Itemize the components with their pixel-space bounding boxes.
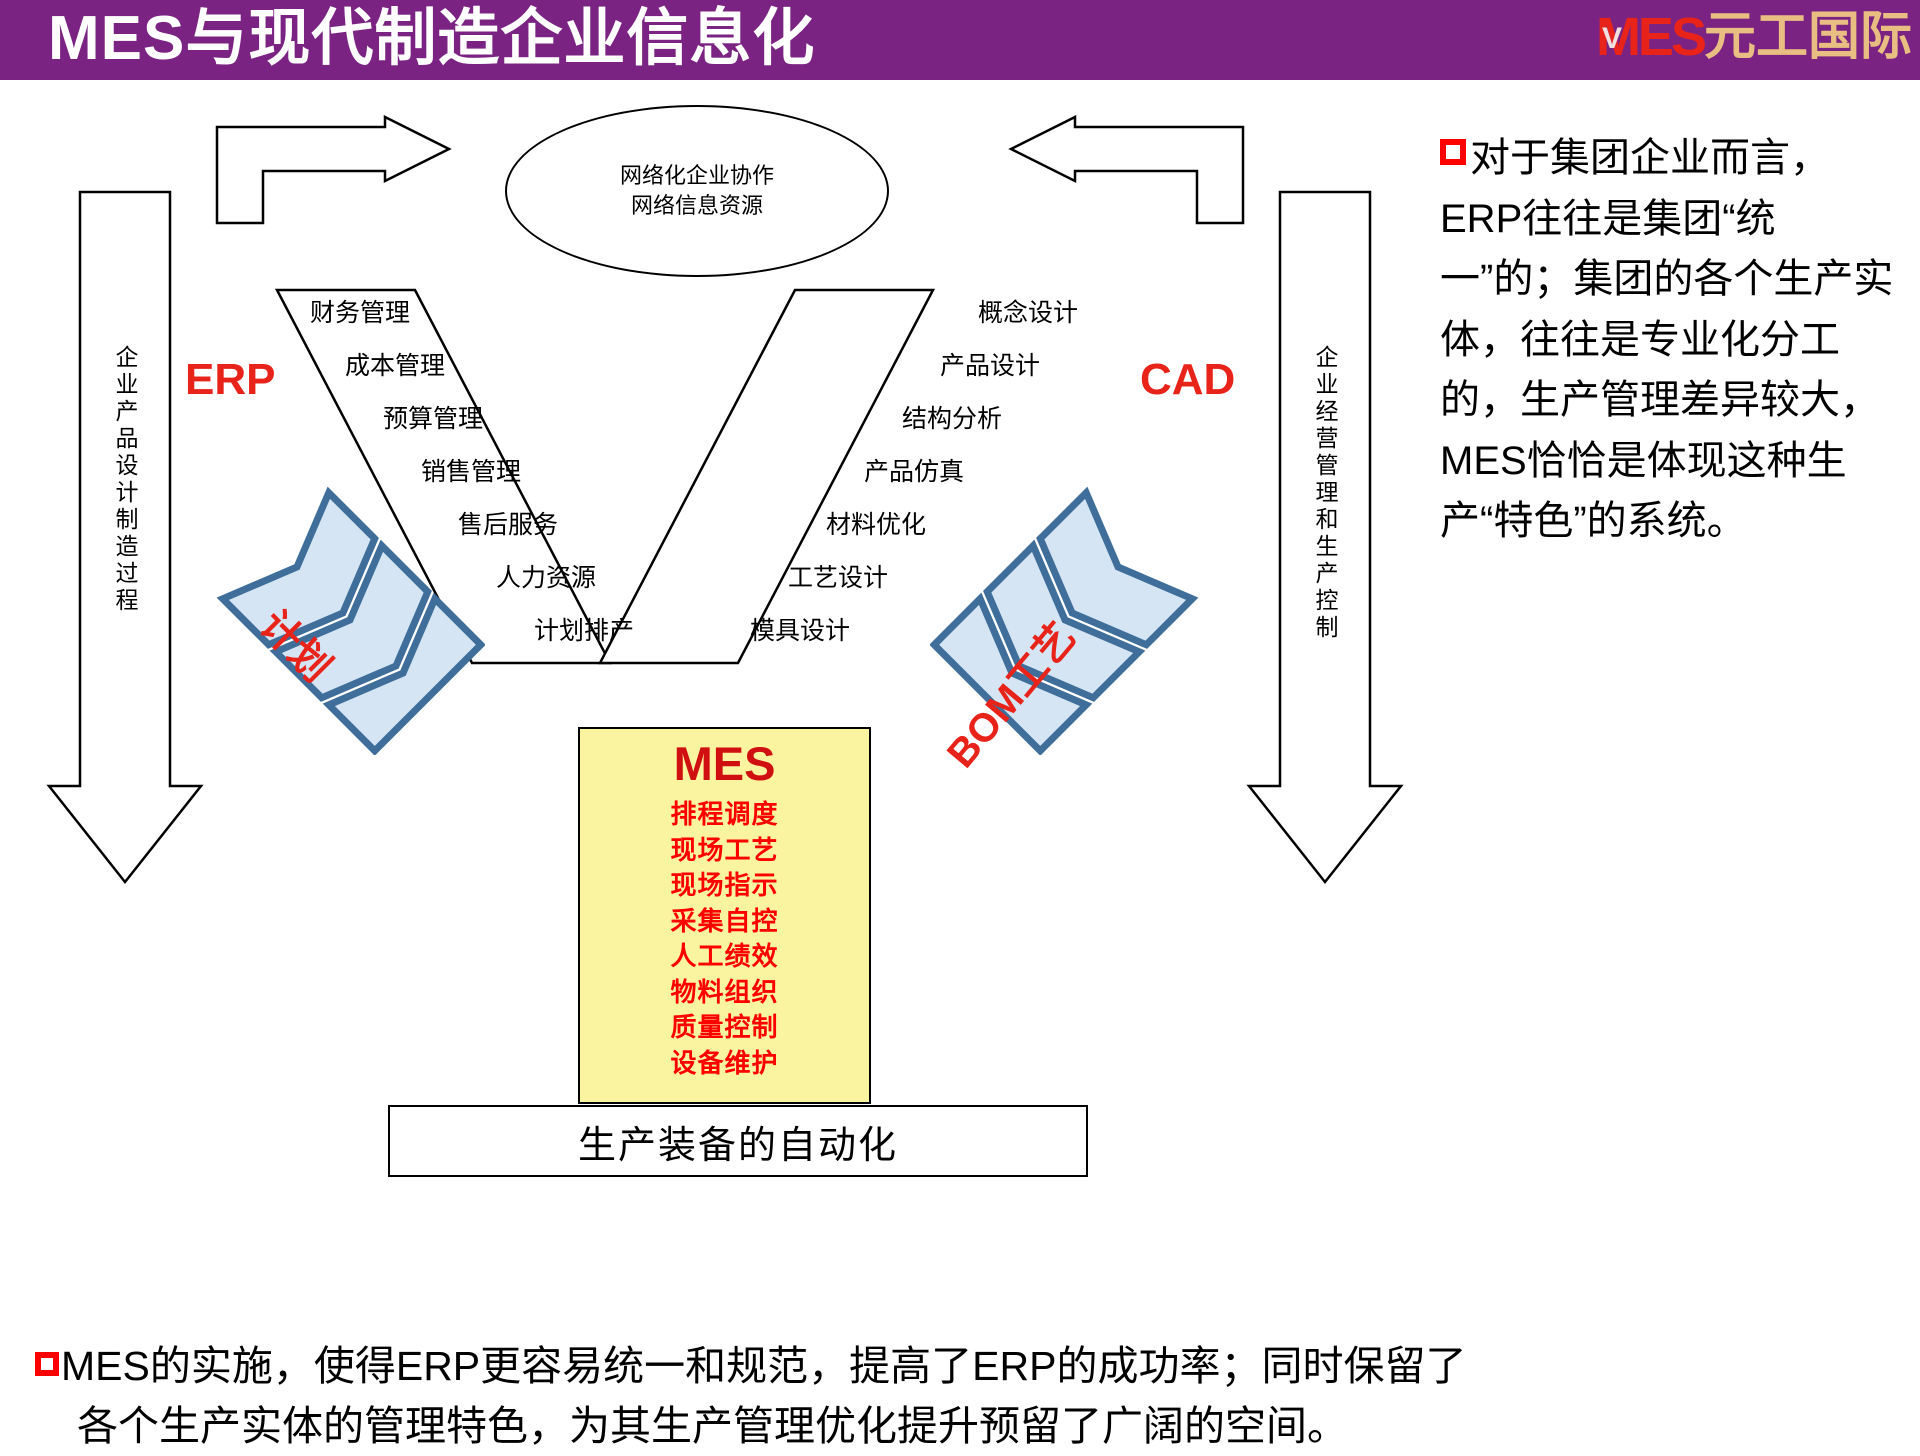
top-right-arrow <box>1008 115 1245 225</box>
left-pillar-label-text: 企业产品设计制造过程 <box>112 345 138 615</box>
left-process-arrow <box>46 190 204 885</box>
mes-item-2: 现场指示 <box>670 870 779 900</box>
automation-box-label: 生产装备的自动化 <box>577 1124 898 1167</box>
logo-mes-label: MES <box>1595 7 1707 67</box>
erp-item-1: 成本管理 <box>345 352 446 380</box>
company-logo: MES V 元工国际 <box>1596 4 1912 70</box>
mes-item-5: 物料组织 <box>670 976 779 1007</box>
bottom-text-line-2: 各个生产实体的管理特色，为其生产管理优化提升预留了广阔的空间。 <box>77 1403 1348 1449</box>
network-collaboration-ellipse: 网络化企业协作 网络信息资源 <box>505 105 889 277</box>
left-pillar-label: 企业产品设计制造过程 <box>55 345 195 620</box>
mes-function-list: 排程调度 现场工艺 现场指示 采集自控 人工绩效 物料组织 质量控制 设备维护 <box>670 797 778 1081</box>
right-process-arrow <box>1246 190 1404 885</box>
erp-item-0: 财务管理 <box>310 299 411 327</box>
erp-item-2: 预算管理 <box>383 405 484 433</box>
erp-item-6: 计划排产 <box>534 617 635 645</box>
cad-item-3: 产品仿真 <box>864 458 965 486</box>
right-panel-text: 对于集团企业而言，ERP往往是集团“统一”的；集团的各个生产实体，往往是专业化分… <box>1440 136 1894 543</box>
cad-item-0: 概念设计 <box>978 299 1079 327</box>
erp-item-4: 售后服务 <box>458 511 559 539</box>
ellipse-line-1: 网络化企业协作 <box>619 163 774 188</box>
cad-item-5: 工艺设计 <box>788 564 889 592</box>
v-funnel-outline <box>274 288 936 665</box>
bullet-square-icon-2 <box>35 1352 59 1376</box>
logo-v-glyph: V <box>1601 22 1622 55</box>
right-pillar-label: 企业经营管理和生产控制 <box>1255 345 1395 647</box>
mes-item-1: 现场工艺 <box>670 834 779 865</box>
automation-box: 生产装备的自动化 <box>388 1105 1088 1177</box>
cad-label: CAD <box>1140 355 1236 404</box>
page-title: MES与现代制造企业信息化 <box>48 4 816 73</box>
mes-item-7: 设备维护 <box>670 1047 779 1078</box>
mes-item-4: 人工绩效 <box>670 941 779 971</box>
bullet-square-icon <box>1440 139 1466 165</box>
right-pillar-label-text: 企业经营管理和生产控制 <box>1312 345 1338 642</box>
mes-box: MES 排程调度 现场工艺 现场指示 采集自控 人工绩效 物料组织 质量控制 设… <box>578 727 871 1104</box>
cad-item-4: 材料优化 <box>826 511 927 539</box>
ellipse-line-2: 网络信息资源 <box>630 193 763 218</box>
mes-item-3: 采集自控 <box>670 905 779 936</box>
erp-item-5: 人力资源 <box>496 564 597 592</box>
bottom-text-line-2-wrap: 各个生产实体的管理特色，为其生产管理优化提升预留了广阔的空间。 <box>35 1396 1905 1456</box>
erp-label: ERP <box>185 355 276 404</box>
plan-chevron-arrow <box>216 486 485 755</box>
mes-box-title: MES <box>673 737 776 790</box>
right-text-panel: 对于集团企业而言，ERP往往是集团“统一”的；集团的各个生产实体，往往是专业化分… <box>1440 128 1905 552</box>
mes-item-6: 质量控制 <box>670 1012 779 1042</box>
bom-process-chevron-arrow <box>930 486 1199 755</box>
top-left-arrow <box>215 115 452 225</box>
cad-item-6: 模具设计 <box>750 617 851 645</box>
logo-mes-text: MES V <box>1595 7 1707 67</box>
logo-chinese-text: 元工国际 <box>1703 8 1912 66</box>
cad-item-1: 产品设计 <box>940 352 1041 380</box>
erp-item-3: 销售管理 <box>421 458 522 486</box>
title-bar: MES与现代制造企业信息化 MES V 元工国际 <box>0 0 1920 80</box>
bottom-text-panel: MES的实施，使得ERP更容易统一和规范，提高了ERP的成功率；同时保留了 各个… <box>35 1336 1905 1456</box>
bottom-text-line-1-wrap: MES的实施，使得ERP更容易统一和规范，提高了ERP的成功率；同时保留了 <box>35 1336 1905 1396</box>
mes-item-0: 排程调度 <box>670 799 779 829</box>
cad-item-2: 结构分析 <box>902 405 1003 433</box>
bottom-text-line-1: MES的实施，使得ERP更容易统一和规范，提高了ERP的成功率；同时保留了 <box>61 1343 1467 1389</box>
slide-body: 网络化企业协作 网络信息资源 企业产品设计制造过程 企业经营管理和生产控制 财务… <box>0 80 1920 1449</box>
